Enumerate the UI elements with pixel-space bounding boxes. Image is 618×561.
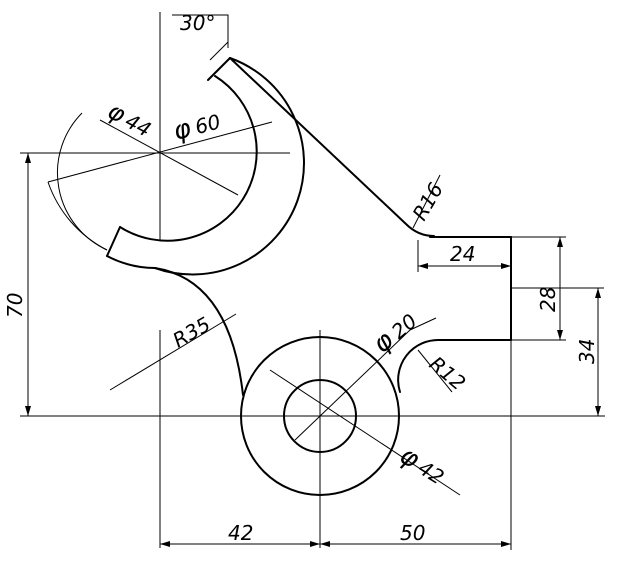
inner-arc-phi44 (119, 75, 258, 242)
part-outline (106, 57, 512, 496)
dim-34-label-group: 34 (575, 339, 599, 364)
arc-r35 (106, 255, 244, 396)
dim-70-label: 70 (3, 293, 27, 318)
lower-inner-circle-phi20 (283, 379, 357, 453)
outer-arc-phi60 (154, 57, 305, 276)
arrow-28-bottom (557, 330, 563, 340)
dim-34-label: 34 (575, 339, 599, 364)
arrow-42-right (310, 541, 320, 547)
phi60-extension-arc (47, 181, 108, 251)
dim-28-label-group: 28 (536, 287, 560, 312)
dim-50-label: 50 (400, 521, 425, 545)
r12-leader (417, 349, 453, 393)
arrow-42-left (160, 541, 170, 547)
arrowheads (25, 153, 601, 547)
arrow-34-bottom (595, 406, 601, 416)
phi60-symbol: φ (170, 113, 194, 146)
tangent-line-r16 (229, 57, 435, 237)
arrow-50-right (501, 541, 511, 547)
phi44-leader (99, 119, 239, 196)
arrow-70-top (25, 153, 31, 163)
r35-label-group: R35 (169, 312, 215, 352)
center-lines (20, 12, 605, 548)
phi60-value: 60 (192, 109, 223, 139)
dim-24-label: 24 (450, 242, 475, 266)
arrow-34-top (595, 288, 601, 298)
fillet-r12 (397, 338, 441, 393)
slot-bottom-cap (106, 226, 121, 257)
arrow-24-left (418, 263, 428, 269)
arrow-24-right (501, 263, 511, 269)
phi20-leader (294, 329, 411, 441)
lower-outer-circle-phi42 (240, 336, 400, 496)
dim-42-label: 42 (228, 521, 253, 545)
r35-label: R35 (169, 312, 215, 352)
phi42-leader (269, 369, 461, 496)
phi60-leader (47, 121, 273, 183)
phi20-label-group: φ 20 (367, 309, 422, 359)
r12-label-group: R12 (425, 351, 471, 395)
dimension-labels: 30° φ 44 φ 60 R16 24 28 34 70 R35 φ 20 (3, 11, 599, 545)
r16-label: R16 (408, 178, 448, 224)
arrow-28-top (557, 237, 563, 247)
angle-30-marker (172, 14, 229, 48)
angle-30-leader (209, 41, 229, 61)
angle-30-label: 30° (180, 11, 215, 35)
phi60-label-group: φ 60 (170, 109, 223, 146)
arrow-70-bottom (25, 406, 31, 416)
phi44-extension-arc (56, 112, 108, 251)
r12-label: R12 (425, 351, 471, 395)
r35-leader (109, 313, 237, 391)
phi20-value: 20 (387, 309, 422, 344)
r16-label-group: R16 (408, 178, 448, 224)
dim-28-label: 28 (536, 287, 560, 312)
phi20-leader-tail (409, 317, 437, 331)
phi44-value: 44 (121, 109, 155, 142)
dimension-lines (27, 14, 604, 550)
arrow-50-left (320, 541, 330, 547)
dim-70-label-group: 70 (3, 293, 27, 318)
slot-top-cap (207, 57, 231, 81)
r16-leader (412, 174, 441, 229)
